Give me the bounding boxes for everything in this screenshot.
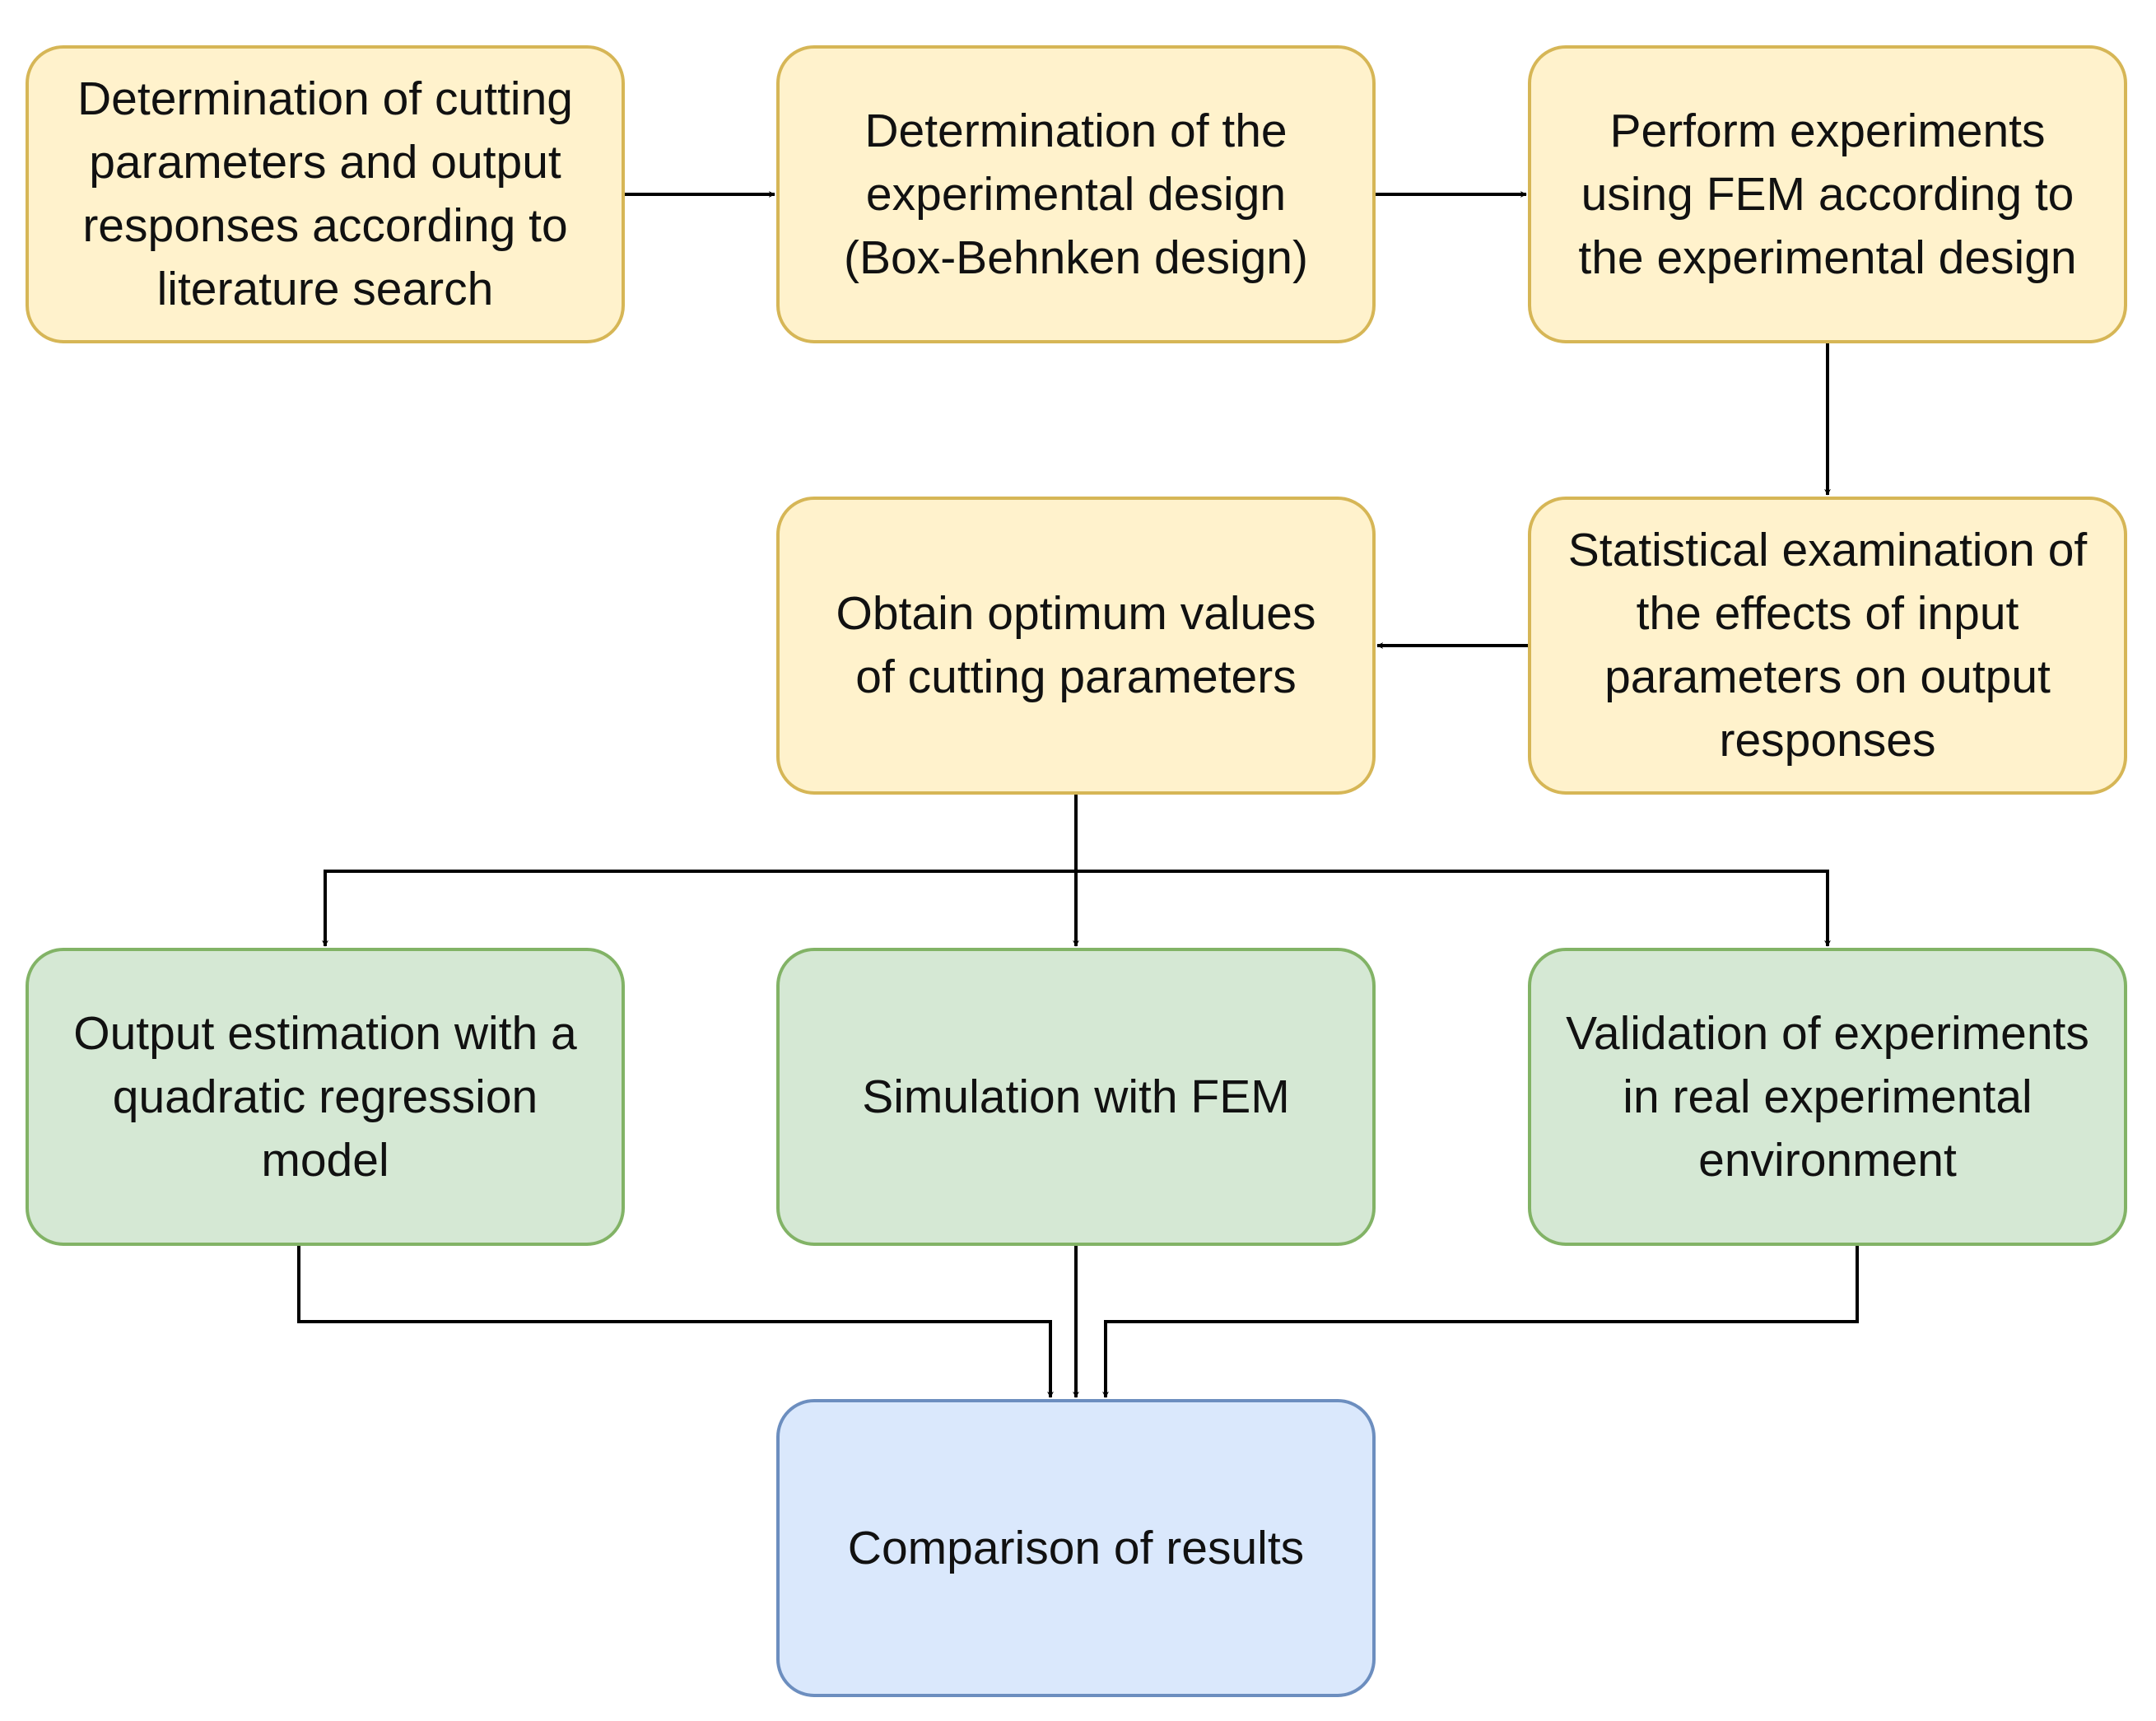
step-experimental-design: Determination of the experimental design… bbox=[776, 45, 1376, 343]
step-fem-simulation-label: Simulation with FEM bbox=[862, 1070, 1290, 1123]
arrow-n5-to-n8 bbox=[1076, 870, 1831, 947]
step-comparison-results-label: Comparison of results bbox=[847, 1521, 1305, 1574]
arrow-n5-to-n6 bbox=[322, 795, 1078, 947]
step-fem-experiments-label: Perform experiments using FEM according … bbox=[1578, 104, 2077, 284]
step-regression-estimation-label: Output estimation with a quadratic regre… bbox=[73, 1006, 577, 1187]
step-real-validation-label: Validation of experiments in real experi… bbox=[1566, 1006, 2089, 1187]
step-experimental-design-label: Determination of the experimental design… bbox=[844, 104, 1308, 284]
step-statistical-examination: Statistical examination of the effects o… bbox=[1528, 497, 2127, 795]
step-optimum-values: Obtain optimum values of cutting paramet… bbox=[776, 497, 1376, 795]
step-optimum-values-label: Obtain optimum values of cutting paramet… bbox=[836, 587, 1316, 703]
step-real-validation: Validation of experiments in real experi… bbox=[1528, 948, 2127, 1246]
step-cutting-parameters-label: Determination of cutting parameters and … bbox=[77, 72, 573, 315]
step-comparison-results: Comparison of results bbox=[776, 1399, 1376, 1697]
step-fem-simulation: Simulation with FEM bbox=[776, 948, 1376, 1246]
step-regression-estimation: Output estimation with a quadratic regre… bbox=[26, 948, 625, 1246]
step-fem-experiments: Perform experiments using FEM according … bbox=[1528, 45, 2127, 343]
arrow-n6-to-n9 bbox=[297, 1246, 1054, 1398]
step-statistical-examination-label: Statistical examination of the effects o… bbox=[1567, 524, 2088, 767]
step-cutting-parameters: Determination of cutting parameters and … bbox=[26, 45, 625, 343]
arrow-n8-to-n9 bbox=[1102, 1246, 1859, 1398]
